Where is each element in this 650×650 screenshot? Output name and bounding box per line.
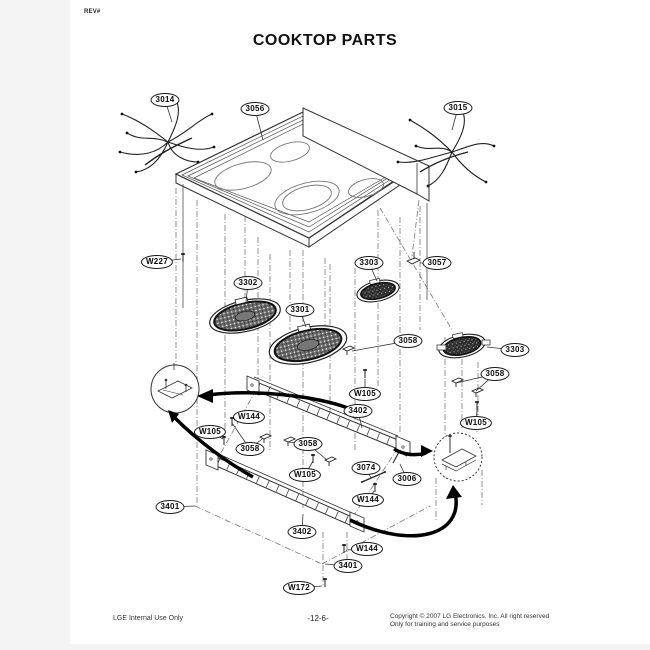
support-rail-upper	[246, 375, 411, 457]
part-label-W105: W105	[193, 425, 227, 439]
heating-element-3303-right	[436, 332, 491, 359]
burner-outlines	[214, 141, 384, 216]
part-label-W105: W105	[288, 468, 322, 482]
detail-callout-right	[433, 432, 483, 482]
copyright-line-2: Only for training and service purposes	[390, 621, 500, 629]
part-label-W227: W227	[140, 255, 174, 269]
backsplash-panel	[302, 107, 430, 202]
footer-page-number: -12-6-	[307, 614, 329, 623]
part-label-3058: 3058	[235, 442, 265, 456]
part-label-3006: 3006	[392, 472, 422, 486]
part-3074	[361, 471, 386, 483]
rev-label: REV#	[84, 9, 101, 15]
heating-element-3302	[209, 296, 281, 334]
part-label-3302: 3302	[233, 276, 263, 290]
screw-w105-d	[310, 454, 316, 463]
part-label-3401: 3401	[333, 559, 363, 573]
screw-icons	[180, 253, 480, 587]
heating-element-3303-left	[356, 277, 400, 303]
part-label-3058: 3058	[480, 367, 510, 381]
part-label-3402: 3402	[287, 525, 317, 539]
screw-w144-b	[372, 483, 378, 492]
screw-w144-c	[341, 544, 347, 553]
part-label-3402: 3402	[343, 404, 373, 418]
screw-w227	[180, 253, 186, 262]
part-label-3303: 3303	[354, 256, 384, 270]
wire-harness-right	[396, 108, 496, 188]
part-label-3301: 3301	[285, 303, 315, 317]
part-label-3056: 3056	[240, 102, 270, 116]
part-label-3014: 3014	[150, 93, 180, 107]
part-label-W144: W144	[351, 493, 385, 507]
footer-copyright: Copyright © 2007 LG Electronics. Inc. Al…	[390, 613, 549, 629]
part-label-W144: W144	[232, 410, 266, 424]
screw-w172	[322, 578, 328, 587]
callout-arrows	[168, 389, 462, 538]
document-page	[70, 0, 650, 644]
part-label-W144: W144	[350, 542, 384, 556]
part-label-3058: 3058	[293, 437, 323, 451]
part-label-W172: W172	[282, 581, 316, 595]
screw-w105-c	[221, 436, 227, 445]
heating-element-3301	[268, 323, 348, 365]
footer-internal-use: LGE Internal Use Only	[113, 615, 184, 622]
part-label-3057: 3057	[422, 256, 452, 270]
part-label-W105: W105	[459, 416, 493, 430]
part-label-3074: 3074	[351, 461, 381, 475]
part-label-3058: 3058	[393, 334, 423, 348]
part-label-W105: W105	[348, 387, 382, 401]
copyright-line-1: Copyright © 2007 LG Electronics. Inc. Al…	[390, 613, 550, 620]
part-label-3015: 3015	[443, 101, 473, 115]
page-title: COOKTOP PARTS	[252, 32, 398, 49]
part-label-3303: 3303	[500, 343, 530, 357]
screw-w105-b	[474, 401, 480, 410]
part-3057	[405, 252, 422, 265]
clip-brackets	[258, 345, 485, 466]
part-label-3401: 3401	[155, 500, 185, 514]
cooktop-assembly	[174, 107, 430, 308]
screw-w105-a	[362, 369, 368, 378]
